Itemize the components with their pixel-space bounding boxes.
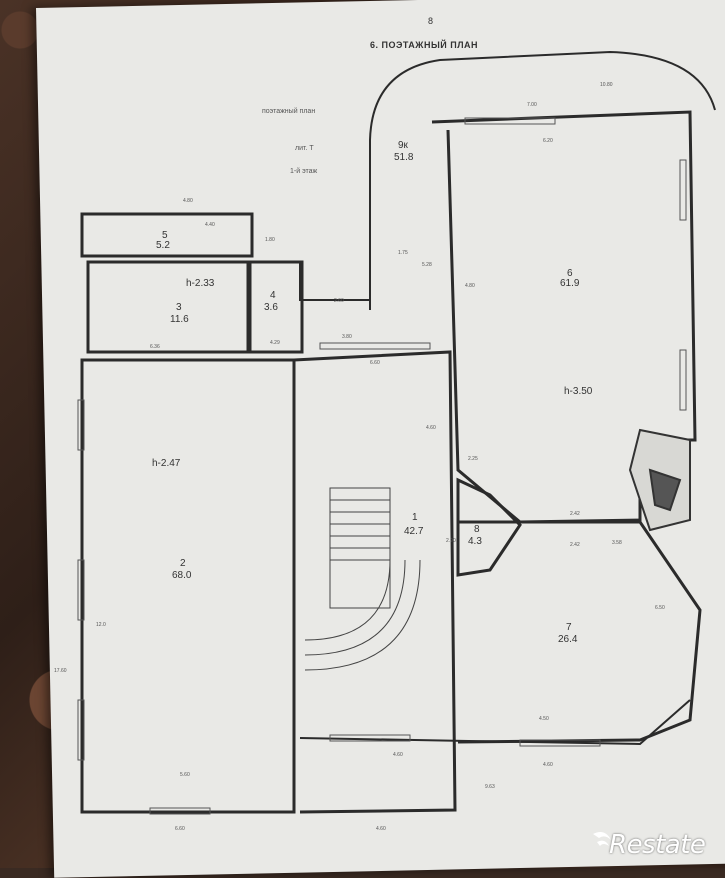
dim-label: 2.42 <box>570 511 580 517</box>
logo-mark-icon <box>593 832 611 846</box>
dim-label: 4.60 <box>426 425 436 431</box>
dim-label: 4.60 <box>376 826 386 832</box>
room-6-number: 6 <box>567 268 573 279</box>
bottom-wall <box>299 699 691 746</box>
room-5-number: 5 <box>162 230 168 241</box>
room-7-area: 26.4 <box>558 634 578 645</box>
room-5-walls <box>80 212 254 258</box>
page-number: 8 <box>428 16 434 26</box>
room-8-area: 4.3 <box>468 536 482 547</box>
dim-label: 6.36 <box>150 344 160 350</box>
dim-label: 4.50 <box>539 716 549 722</box>
room-8-number: 8 <box>474 524 480 535</box>
dim-label: 6.60 <box>175 826 185 832</box>
room-2-number: 2 <box>180 558 186 569</box>
caption-line2: лит. Т <box>295 145 314 152</box>
dim-label: 4.80 <box>465 283 475 289</box>
fireplace <box>628 428 691 532</box>
room-2-height: h-2.47 <box>152 458 181 469</box>
room-1-number: 1 <box>412 512 418 523</box>
room-3-height: h-2.33 <box>186 278 215 289</box>
dim-label: 4.60 <box>543 762 553 768</box>
room-9k-number: 9к <box>398 140 408 151</box>
dim-label: 1.80 <box>265 237 275 243</box>
dim-label: 4.29 <box>270 340 280 346</box>
room-6-height: h-3.50 <box>564 386 593 397</box>
dim-label: 3.58 <box>612 540 622 546</box>
dim-label: 9.63 <box>485 784 495 790</box>
dim-label: 1.75 <box>398 250 408 256</box>
room-4-area: 3.6 <box>264 302 278 313</box>
logo-text: Restate <box>609 830 706 860</box>
caption-line3: 1-й этаж <box>290 168 318 175</box>
dim-label: 2.90 <box>446 538 456 544</box>
dim-label: 5.60 <box>180 772 190 778</box>
dim-label: 5.28 <box>422 262 432 268</box>
room-3-area: 11.6 <box>170 314 189 325</box>
dim-label: 7.00 <box>527 102 537 108</box>
restate-logo: Restate <box>587 824 717 864</box>
windows <box>77 117 687 815</box>
dim-label: 4.60 <box>393 752 403 758</box>
room-1-area: 42.7 <box>404 526 424 537</box>
room-3-number: 3 <box>176 302 182 313</box>
room-4-number: 4 <box>270 290 276 301</box>
caption-line1: поэтажный план <box>262 108 316 115</box>
room-8-walls <box>456 477 522 577</box>
plan-title: 6. ПОЭТАЖНЫЙ ПЛАН <box>370 40 479 50</box>
dim-label: 2.60 <box>334 298 344 304</box>
dim-label: 6.60 <box>370 360 380 366</box>
room-2-walls <box>80 358 296 814</box>
dim-label: 10.80 <box>600 82 613 88</box>
dim-label: 17.60 <box>54 668 67 674</box>
dim-label: 12.0 <box>96 622 106 628</box>
room-7-number: 7 <box>566 622 572 633</box>
room-5-area: 5.2 <box>156 240 170 251</box>
dim-label: 2.25 <box>468 456 478 462</box>
dim-label: 6.20 <box>543 138 553 144</box>
room-3-walls <box>86 260 250 354</box>
room-1-walls <box>293 350 457 814</box>
dim-label: 4.80 <box>183 198 193 204</box>
room-9k-area: 51.8 <box>394 152 414 163</box>
room-9k-outline <box>369 50 716 310</box>
dim-label: 6.50 <box>655 605 665 611</box>
staircase <box>304 487 421 671</box>
dim-label: 4.40 <box>205 222 215 228</box>
room-6-area: 61.9 <box>560 278 580 289</box>
dim-label: 3.80 <box>342 334 352 340</box>
dim-label: 2.42 <box>570 542 580 548</box>
room-7-walls <box>457 520 702 744</box>
room-4-walls <box>248 260 304 354</box>
room-2-area: 68.0 <box>172 570 192 581</box>
